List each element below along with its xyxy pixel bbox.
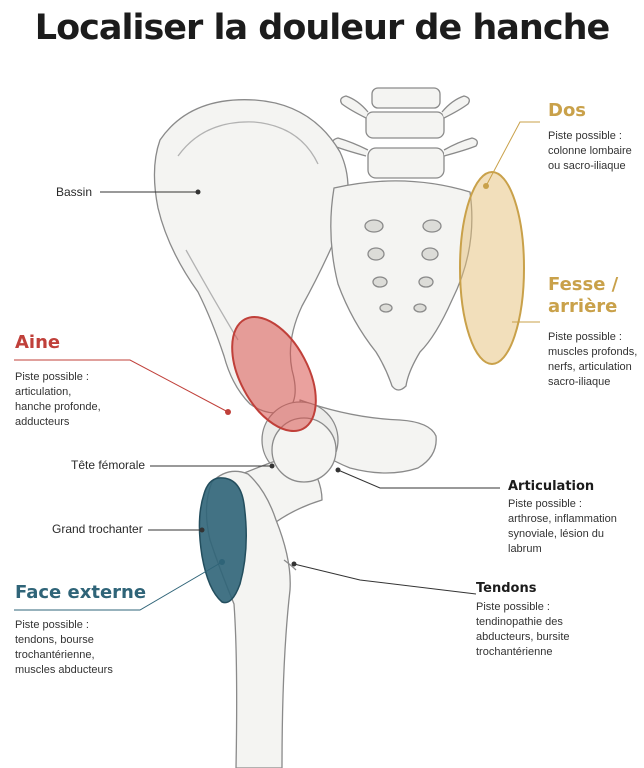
note-face-externe: Piste possible : tendons, bourse trochan…: [15, 619, 113, 676]
page-title: Localiser la douleur de hanche: [34, 8, 610, 48]
note-dos: Piste possible : colonne lombaire ou sac…: [548, 130, 632, 172]
leader-dos: [485, 121, 540, 187]
zone-dos-fesse: [459, 171, 525, 365]
note-fesse: Piste possible : muscles profonds, nerfs…: [548, 331, 638, 388]
leader-tendons: [293, 563, 477, 595]
sacrum: [330, 180, 473, 391]
zone-face-externe: [198, 477, 247, 604]
zone-aine: [231, 315, 317, 433]
zone-title-dos: Dos: [548, 100, 587, 121]
note-aine: Piste possible : articulation, hanche pr…: [15, 371, 101, 428]
leader-face-externe: [14, 561, 223, 611]
lumbar-vertebrae: [332, 87, 478, 179]
zone-title-aine: Aine: [15, 332, 61, 353]
label-grand-trochanter: Grand trochanter: [52, 522, 143, 536]
note-tendons: Piste possible : tendinopathie des abduc…: [476, 601, 570, 658]
leader-aine: [14, 359, 229, 413]
note-articulation: Piste possible : arthrose, inflammation …: [508, 498, 617, 555]
structure-title-articulation: Articulation: [508, 479, 595, 494]
zone-title-fesse: Fesse / arrière: [548, 274, 619, 317]
zone-title-face-externe: Face externe: [15, 582, 147, 603]
label-tete-femorale: Tête fémorale: [71, 458, 146, 472]
leader-articulation: [337, 469, 500, 489]
structure-title-tendons: Tendons: [476, 581, 537, 596]
label-bassin: Bassin: [56, 185, 93, 199]
